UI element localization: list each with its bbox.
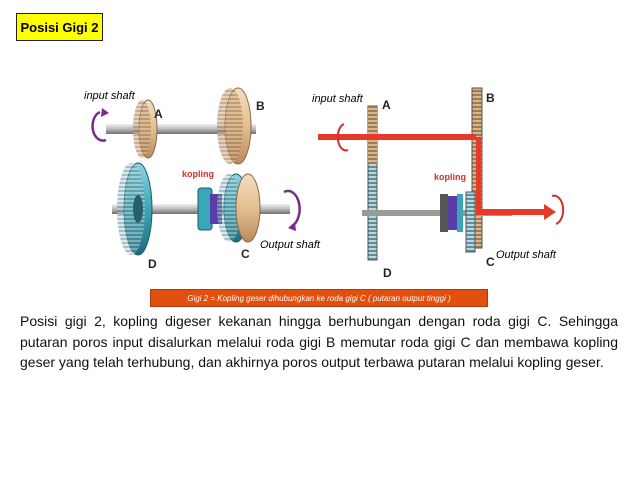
right-coupling-label: kopling [434,172,466,182]
left-coupling-sleeve [197,187,213,231]
left-gear-a-label: A [154,107,163,121]
left-input-rotation-icon [91,110,107,142]
right-coupling-ring [457,194,463,232]
left-gear-c-label: C [241,247,250,261]
gearbox-figure: input shaft A B kopling D C Output shaft [78,82,568,282]
right-output-arrow-icon [544,204,556,220]
right-coupling-hub [448,196,457,230]
left-gear-c-teeth [217,174,241,242]
right-output-flow [476,209,546,215]
left-gear-d-label: D [148,257,157,271]
body-paragraph: Posisi gigi 2, kopling digeser kekanan h… [20,313,618,370]
right-gear-a-label: A [382,98,391,112]
left-output-arrowhead-icon [288,222,296,231]
right-schematic-gearbox: input shaft A B kopling D C Output shaft [312,87,565,280]
left-output-label: Output shaft [260,239,321,251]
left-gear-d-hub [133,195,143,223]
right-gear-c [465,191,476,253]
left-input-shaft [106,124,256,134]
left-gear-a-teeth [133,100,151,158]
left-coupling-label: kopling [182,169,214,179]
gearbox-diagram: input shaft A B kopling D C Output shaft [84,87,565,280]
left-output-rotation-icon [283,189,301,228]
right-gear-b-label: B [486,91,495,105]
slide-title: Posisi Gigi 2 [16,13,103,41]
left-3d-gearbox: input shaft A B kopling D C Output shaft [84,87,321,271]
right-output-shaft [362,210,512,216]
right-input-label: input shaft [312,93,364,105]
left-gear-b-label: B [256,99,265,113]
right-input-shaft-flow [318,134,476,140]
left-gear-c-ring [235,173,261,243]
right-output-rotation-icon [551,194,565,225]
right-gear-d-label: D [383,266,392,280]
left-gear-b-teeth [217,88,243,164]
left-input-arrowhead-icon [101,108,109,117]
figure-caption: Gigi 2 = Kopling geser dihubungkan ke ro… [150,289,488,307]
left-input-label: input shaft [84,90,136,102]
right-gear-c-label: C [486,255,495,269]
right-coupling-sleeve [440,194,448,232]
right-output-label: Output shaft [496,249,557,261]
right-flow-vertical [476,137,481,215]
right-input-rotation-icon [336,123,349,152]
left-gear-d-teeth [117,163,145,255]
